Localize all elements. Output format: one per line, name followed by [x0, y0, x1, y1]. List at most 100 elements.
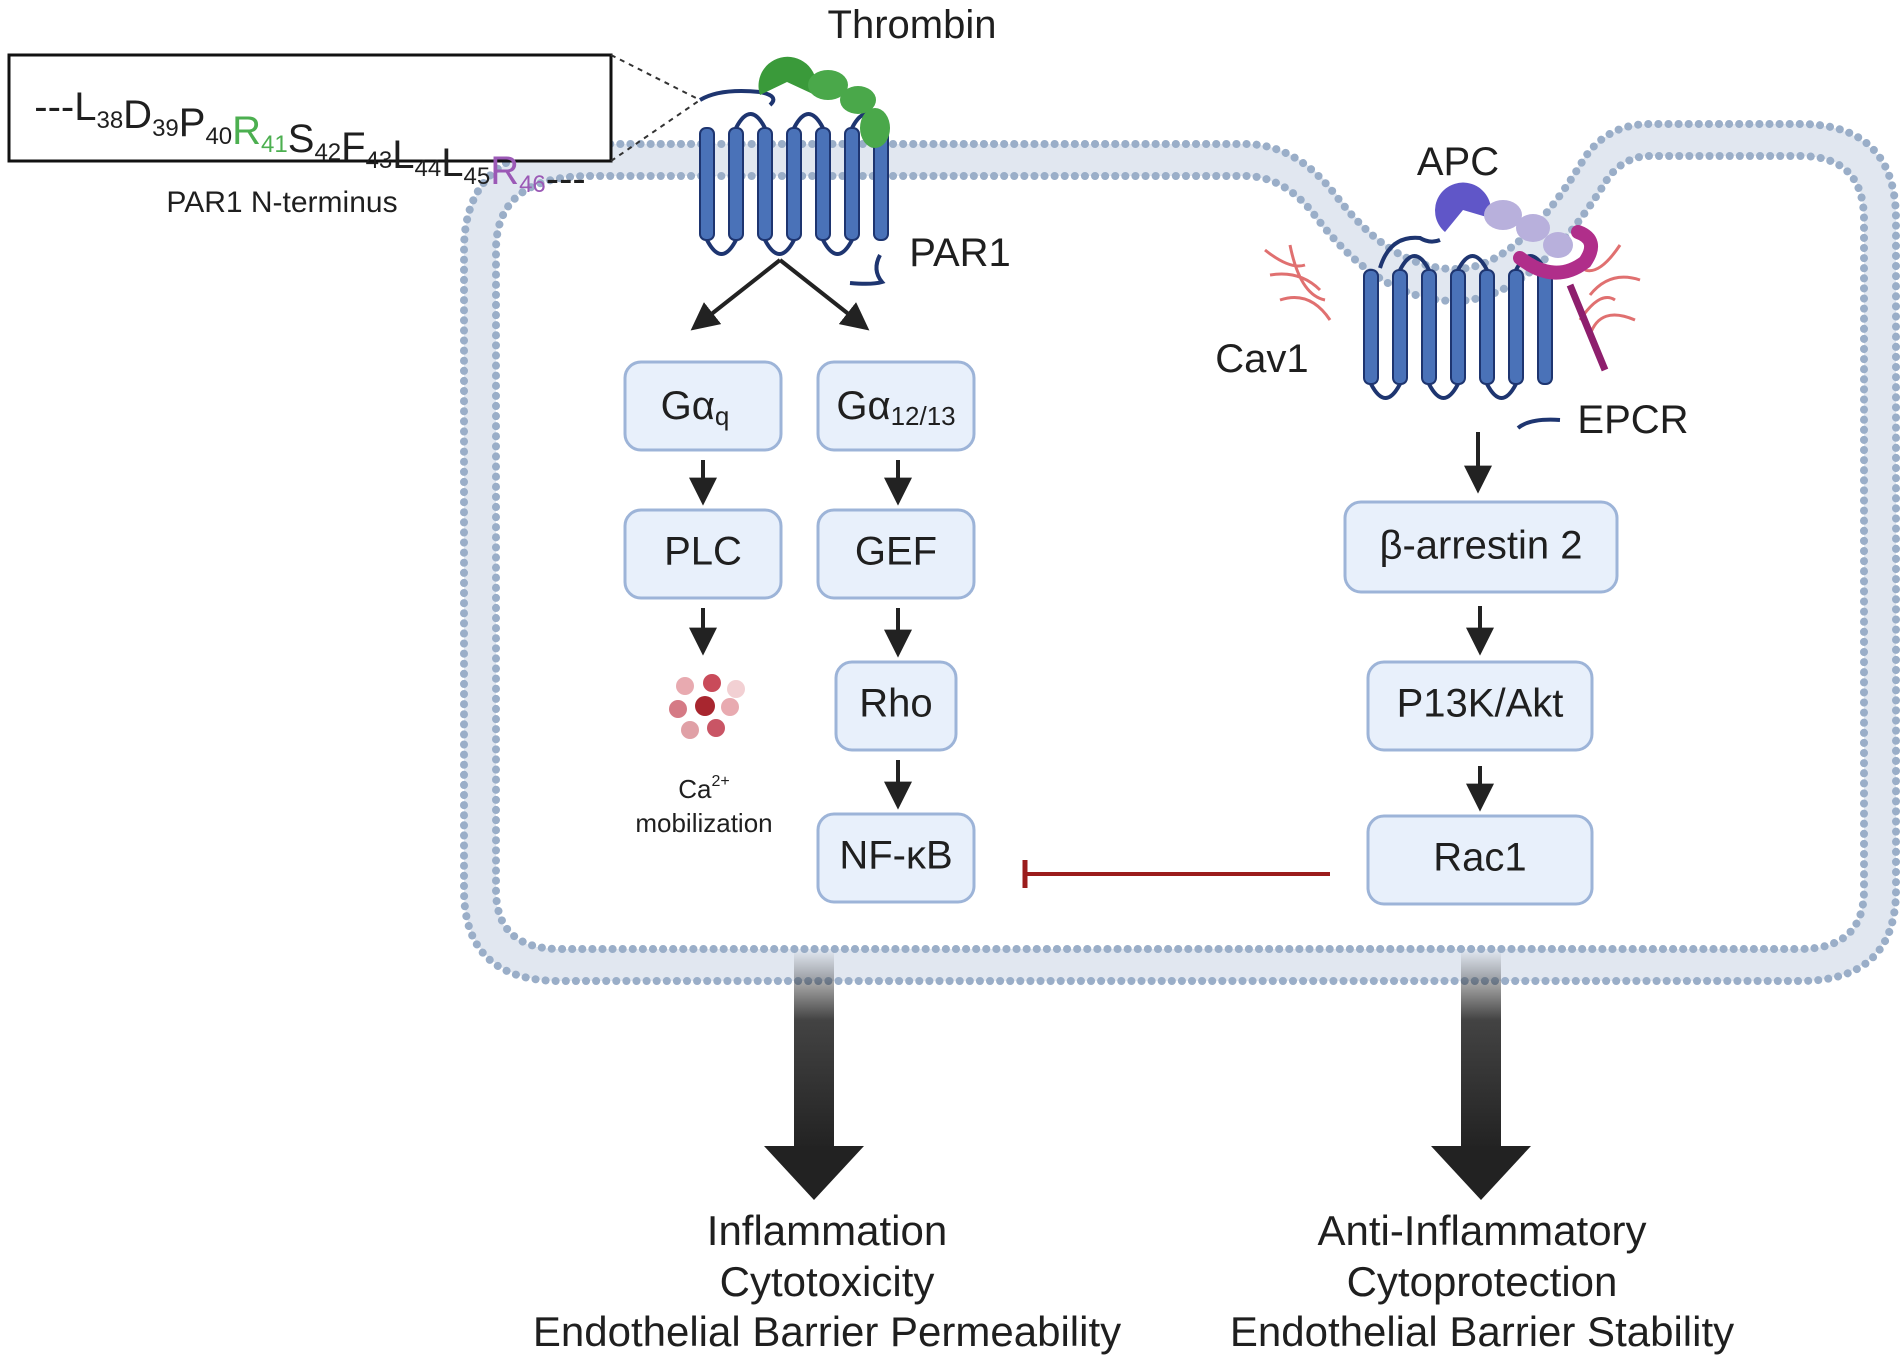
helix: [1508, 269, 1524, 385]
rac1-inhibits-nfkb: [1022, 860, 1330, 888]
transmembrane-helices: [1363, 254, 1553, 400]
ca-ion: [727, 680, 745, 698]
thrombin: [758, 56, 890, 148]
arrow-shaft: [794, 950, 834, 1150]
helix-loop: [1369, 383, 1402, 400]
sequence-callout: ---L38D39P40R41S42F43L44L45R46--- PAR1 N…: [7, 53, 701, 219]
arrow-shaft: [1461, 950, 1501, 1150]
svg-text:NF-κB: NF-κB: [839, 834, 952, 878]
helix: [1479, 269, 1495, 385]
outcome-cytotoxicity: Cytotoxicity: [720, 1258, 935, 1305]
membrane-inner-heads: [492, 152, 1868, 953]
outcome-anti-inflammatory: Anti-Inflammatory: [1317, 1207, 1646, 1254]
apc-label: APC: [1417, 140, 1499, 184]
cav1-strands-right: [1578, 244, 1641, 336]
sequence-prefix: ---: [34, 85, 74, 129]
helix: [844, 127, 860, 241]
helix-loop: [763, 239, 796, 256]
helix: [1421, 269, 1437, 385]
svg-text:GEF: GEF: [855, 530, 937, 574]
par1-label: PAR1: [909, 231, 1011, 275]
thrombin-head: [758, 56, 817, 95]
residue-number: 45: [463, 163, 490, 190]
outcome-arrow-left: [764, 950, 864, 1200]
helix-loop: [792, 112, 825, 129]
helix: [1363, 269, 1379, 385]
residue-letter: R: [490, 149, 519, 193]
cav1-label: Cav1: [1215, 337, 1308, 381]
thrombin-label: Thrombin: [828, 3, 997, 47]
helix-loop: [1398, 254, 1431, 271]
svg-text:β-arrestin 2: β-arrestin 2: [1379, 524, 1582, 568]
rac1-box: Rac1: [1366, 814, 1594, 906]
sequence-box: [7, 53, 613, 163]
helix: [1450, 269, 1466, 385]
ca-ion: [681, 721, 699, 739]
helix-loop: [705, 239, 738, 256]
arrow-head: [1431, 1146, 1531, 1200]
residue-letter: F: [341, 125, 365, 169]
epcr-head: [1513, 225, 1599, 280]
residue-number: 44: [415, 155, 442, 182]
par1-receptor-right: APC Cav1 EPCR: [1215, 140, 1688, 442]
outcomes-right: Anti-Inflammatory Cytoprotection Endothe…: [1230, 1207, 1734, 1355]
helix: [699, 127, 715, 241]
residue-letter: L: [392, 133, 414, 177]
arrow-to-gq: [690, 258, 782, 331]
residue-number: 41: [261, 131, 288, 158]
ca-ion: [721, 698, 739, 716]
residue-number: 46: [519, 171, 546, 198]
helix: [815, 127, 831, 241]
ca-label: Ca2+: [678, 773, 730, 804]
outcome-arrow-right: [1431, 950, 1531, 1200]
residue-number: 42: [314, 139, 341, 166]
residue-letter: P: [179, 101, 206, 145]
par1-receptor-left: Thrombin PAR1: [698, 3, 1011, 286]
svg-text:Gαq: Gαq: [661, 384, 730, 431]
ca-ion: [676, 677, 694, 695]
gef-box: GEF: [816, 508, 976, 600]
epcr-label: EPCR: [1577, 398, 1688, 442]
ca-ion: [695, 696, 715, 716]
svg-text:PLC: PLC: [664, 530, 742, 574]
apc: [1435, 182, 1573, 258]
helix-loop: [734, 112, 767, 129]
ca-ion: [703, 674, 721, 692]
residue-number: 38: [96, 107, 123, 134]
cav1-strands-left: [1264, 244, 1332, 321]
svg-text:Gα12/13: Gα12/13: [836, 384, 955, 431]
residue-letter: L: [74, 85, 96, 129]
apc-domain-2: [1516, 214, 1550, 242]
calcium-ions: [669, 674, 745, 739]
residue-letter: R: [232, 109, 261, 153]
epcr-stalk: [1566, 283, 1609, 372]
plc-box: PLC: [623, 508, 783, 600]
par1-sequence: ---L38D39P40R41S42F43L44L45R46---: [34, 85, 586, 201]
arrow-to-g1213: [778, 258, 870, 331]
par1-c-terminus: [849, 254, 886, 286]
apc-head: [1435, 182, 1492, 232]
sequence-suffix: ---: [546, 157, 586, 201]
residue-number: 39: [152, 115, 179, 142]
svg-text:Rho: Rho: [859, 682, 932, 726]
outcome-cytoprotection: Cytoprotection: [1347, 1258, 1618, 1305]
callout-line-bottom: [610, 99, 701, 162]
helix: [728, 127, 744, 241]
gq-box: Gαq: [623, 360, 783, 452]
transmembrane-helices: [699, 112, 889, 256]
ca-ion: [707, 719, 725, 737]
residue-number: 43: [366, 147, 393, 174]
helix-loop: [1427, 383, 1460, 400]
ca-caption: mobilization: [635, 808, 772, 838]
thrombin-domain-1: [808, 70, 848, 100]
apc-domain-3: [1543, 232, 1573, 258]
residue-number: 40: [205, 123, 232, 150]
apc-c-terminus: [1516, 417, 1561, 430]
g1213-box: Gα12/13: [816, 360, 976, 452]
par1-split-arrows: [690, 258, 870, 331]
helix: [1537, 269, 1553, 385]
svg-text:P13K/Akt: P13K/Akt: [1397, 682, 1564, 726]
thrombin-domain-3: [860, 108, 890, 148]
helix-loop: [1485, 383, 1518, 400]
